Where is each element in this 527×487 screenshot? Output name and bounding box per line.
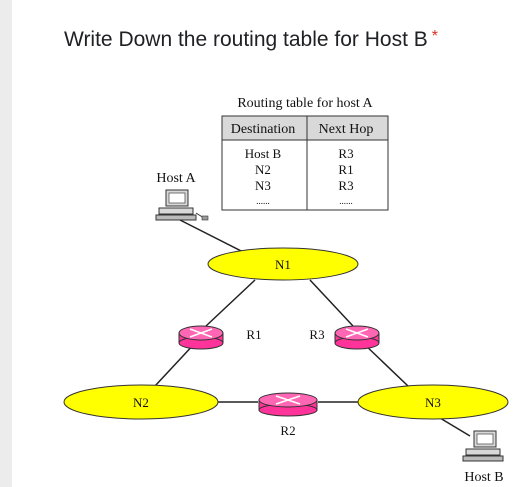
host-b-computer-icon	[462, 430, 504, 462]
table-header-bg	[221, 115, 389, 141]
table-cell: R3	[338, 178, 353, 193]
table-cell: N2	[255, 162, 271, 177]
router-r3-icon	[334, 325, 380, 350]
network-n3	[357, 384, 509, 420]
table-title: Routing table for host A	[237, 96, 373, 111]
table-cell: Host B	[245, 146, 282, 161]
link-n3-hostb	[439, 417, 471, 437]
network-n2-label: N2	[133, 395, 149, 410]
question-title: Write Down the routing table for Host B*	[64, 28, 438, 52]
network-n1	[207, 247, 359, 281]
router-r3-label: R3	[309, 327, 324, 342]
host-b-label: Host B	[464, 470, 503, 485]
network-n2	[63, 384, 219, 420]
table-cell: N3	[255, 178, 271, 193]
table-header-next-hop: Next Hop	[319, 122, 374, 137]
table-cell: R3	[338, 146, 353, 161]
network-n1-label: N1	[275, 257, 291, 272]
host-a-computer-icon	[155, 189, 209, 221]
table-cell: ......	[339, 196, 353, 206]
router-r2-icon	[258, 392, 318, 417]
link-n1-r1	[205, 279, 256, 327]
host-a-label: Host A	[156, 171, 196, 186]
link-r1-n2	[154, 341, 197, 387]
link-r3-n3	[361, 341, 409, 387]
table-header-destination: Destination	[231, 122, 296, 137]
question-text: Write Down the routing table for Host B	[64, 28, 428, 51]
table-cell: R1	[338, 162, 353, 177]
router-r1-label: R1	[246, 327, 261, 342]
link-n1-r3	[309, 279, 354, 327]
router-r2-label: R2	[280, 423, 295, 438]
table-cell: ......	[256, 196, 270, 206]
router-r1-icon	[178, 325, 224, 350]
required-asterisk: *	[431, 28, 439, 45]
page-margin	[0, 0, 12, 487]
network-n3-label: N3	[425, 395, 441, 410]
